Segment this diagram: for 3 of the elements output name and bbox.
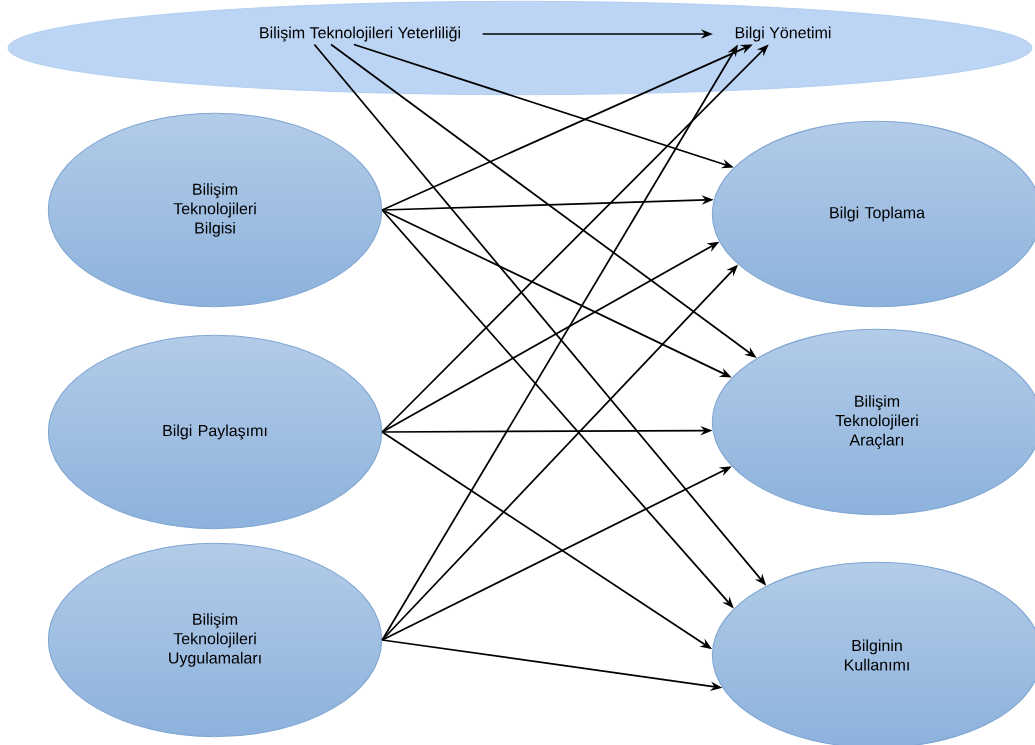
- ellipse-band: [7, 0, 1033, 96]
- heading-text: Bilişim Teknolojileri Yeterliliği: [260, 26, 460, 42]
- heading-text: Bilgi Yönetimi: [735, 26, 831, 42]
